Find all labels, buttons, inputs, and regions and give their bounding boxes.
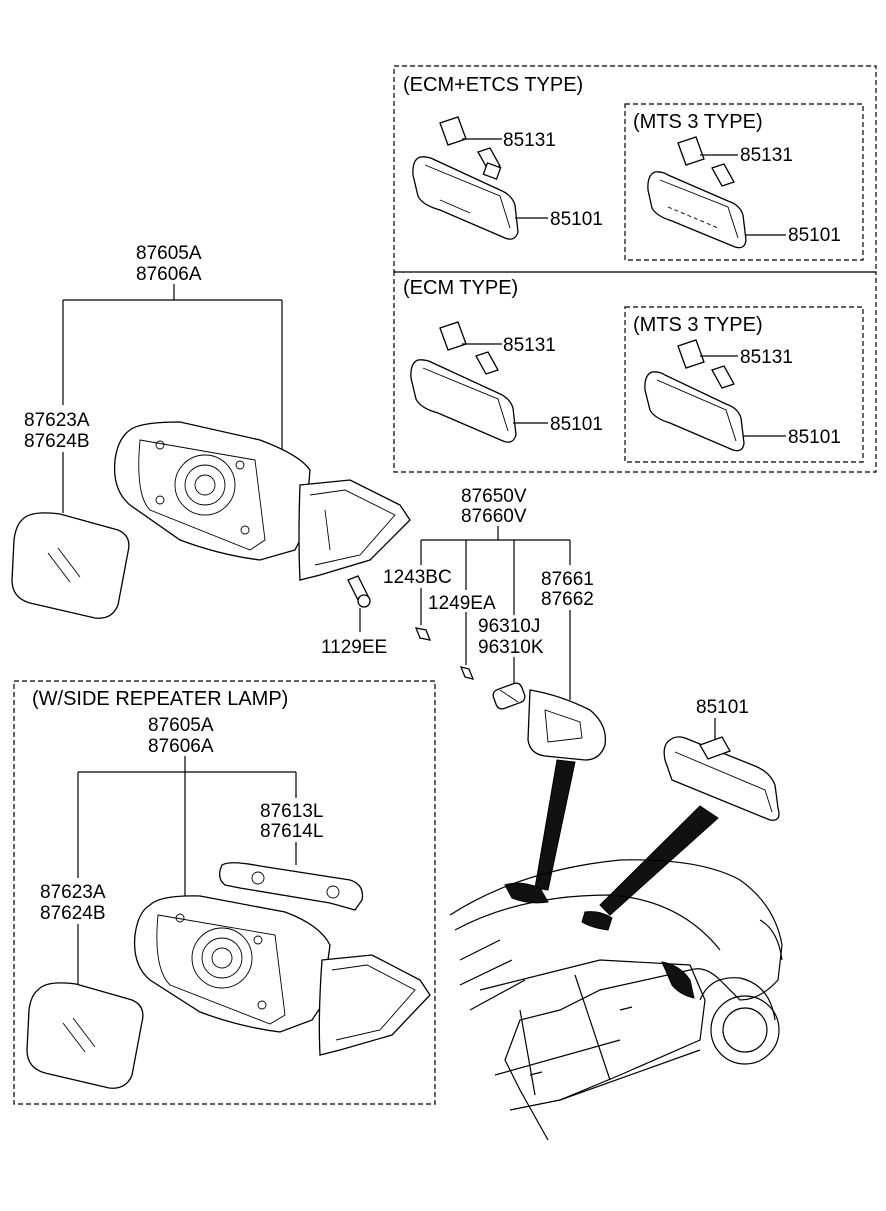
label-r-87614L: 87614L: [260, 821, 323, 842]
rearview-mirror-d: [644, 339, 786, 452]
label-r-87606A: 87606A: [148, 736, 214, 757]
outside-mirror-housing: [113, 421, 411, 581]
label-d-85101: 85101: [788, 427, 841, 448]
label-r-87605A: 87605A: [148, 715, 214, 736]
label-r-87624B: 87624B: [40, 903, 106, 924]
label-a-85101: 85101: [550, 209, 603, 230]
box-ecm-mts: (MTS 3 TYPE): [624, 306, 864, 463]
box-side-repeater-title: (W/SIDE REPEATER LAMP): [32, 688, 288, 710]
label-r-87613L: 87613L: [260, 801, 323, 822]
car-rearview-mirror: [663, 736, 780, 821]
label-m-87606A: 87606A: [136, 264, 202, 285]
box-ecm: (ECM TYPE): [393, 271, 877, 473]
label-c-85131: 85131: [503, 335, 556, 356]
label-c-85101: 85101: [550, 414, 603, 435]
lamp-socket-96310J: [492, 682, 526, 710]
label-p-1249EA: 1249EA: [428, 593, 496, 614]
box-ecm-etcs-mts: (MTS 3 TYPE): [624, 103, 864, 261]
label-p-96310J: 96310J: [478, 616, 540, 637]
label-b-85131: 85131: [740, 145, 793, 166]
label-m-87623A: 87623A: [24, 410, 90, 431]
label-m-87624B: 87624B: [24, 431, 90, 452]
outside-mirror-glass: [11, 512, 130, 619]
box-ecm-mts-title: (MTS 3 TYPE): [633, 314, 763, 336]
screw-1129EE: [347, 575, 371, 632]
leader-m-87605A: [62, 284, 283, 513]
screw-1249EA: [459, 666, 475, 680]
side-repeater-lamp: [218, 862, 364, 911]
label-p-87661: 87661: [541, 569, 594, 590]
label-m-87605A: 87605A: [136, 243, 202, 264]
label-p-87660V: 87660V: [461, 506, 527, 527]
label-car-85101: 85101: [696, 697, 749, 718]
leader-r-87605A: [77, 756, 297, 985]
box-side-repeater: (W/SIDE REPEATER LAMP): [13, 680, 436, 1105]
label-b-85101: 85101: [788, 225, 841, 246]
label-p-87662: 87662: [541, 589, 594, 610]
rearview-mirror-b: [647, 136, 786, 249]
leader-p-87650V: [420, 526, 571, 700]
mirror-cover-87661: [527, 689, 607, 761]
label-d-85131: 85131: [740, 347, 793, 368]
screw-1243BC: [414, 627, 432, 641]
label-p-87650V: 87650V: [461, 486, 527, 507]
repeater-mirror-housing: [133, 895, 431, 1056]
box-ecm-title: (ECM TYPE): [403, 277, 518, 299]
repeater-mirror-glass: [26, 982, 144, 1089]
box-ecm-etcs-mts-title: (MTS 3 TYPE): [633, 111, 763, 133]
rearview-mirror-c: [410, 321, 548, 443]
car-body: [449, 859, 783, 1141]
label-p-1243BC: 1243BC: [383, 567, 452, 588]
label-r-87623A: 87623A: [40, 882, 106, 903]
label-a-85131: 85131: [503, 130, 556, 151]
label-p-1129EE: 1129EE: [321, 637, 387, 658]
label-p-96310K: 96310K: [478, 637, 544, 658]
rearview-mirror-a: [412, 116, 548, 240]
box-ecm-etcs-title: (ECM+ETCS TYPE): [403, 74, 583, 96]
